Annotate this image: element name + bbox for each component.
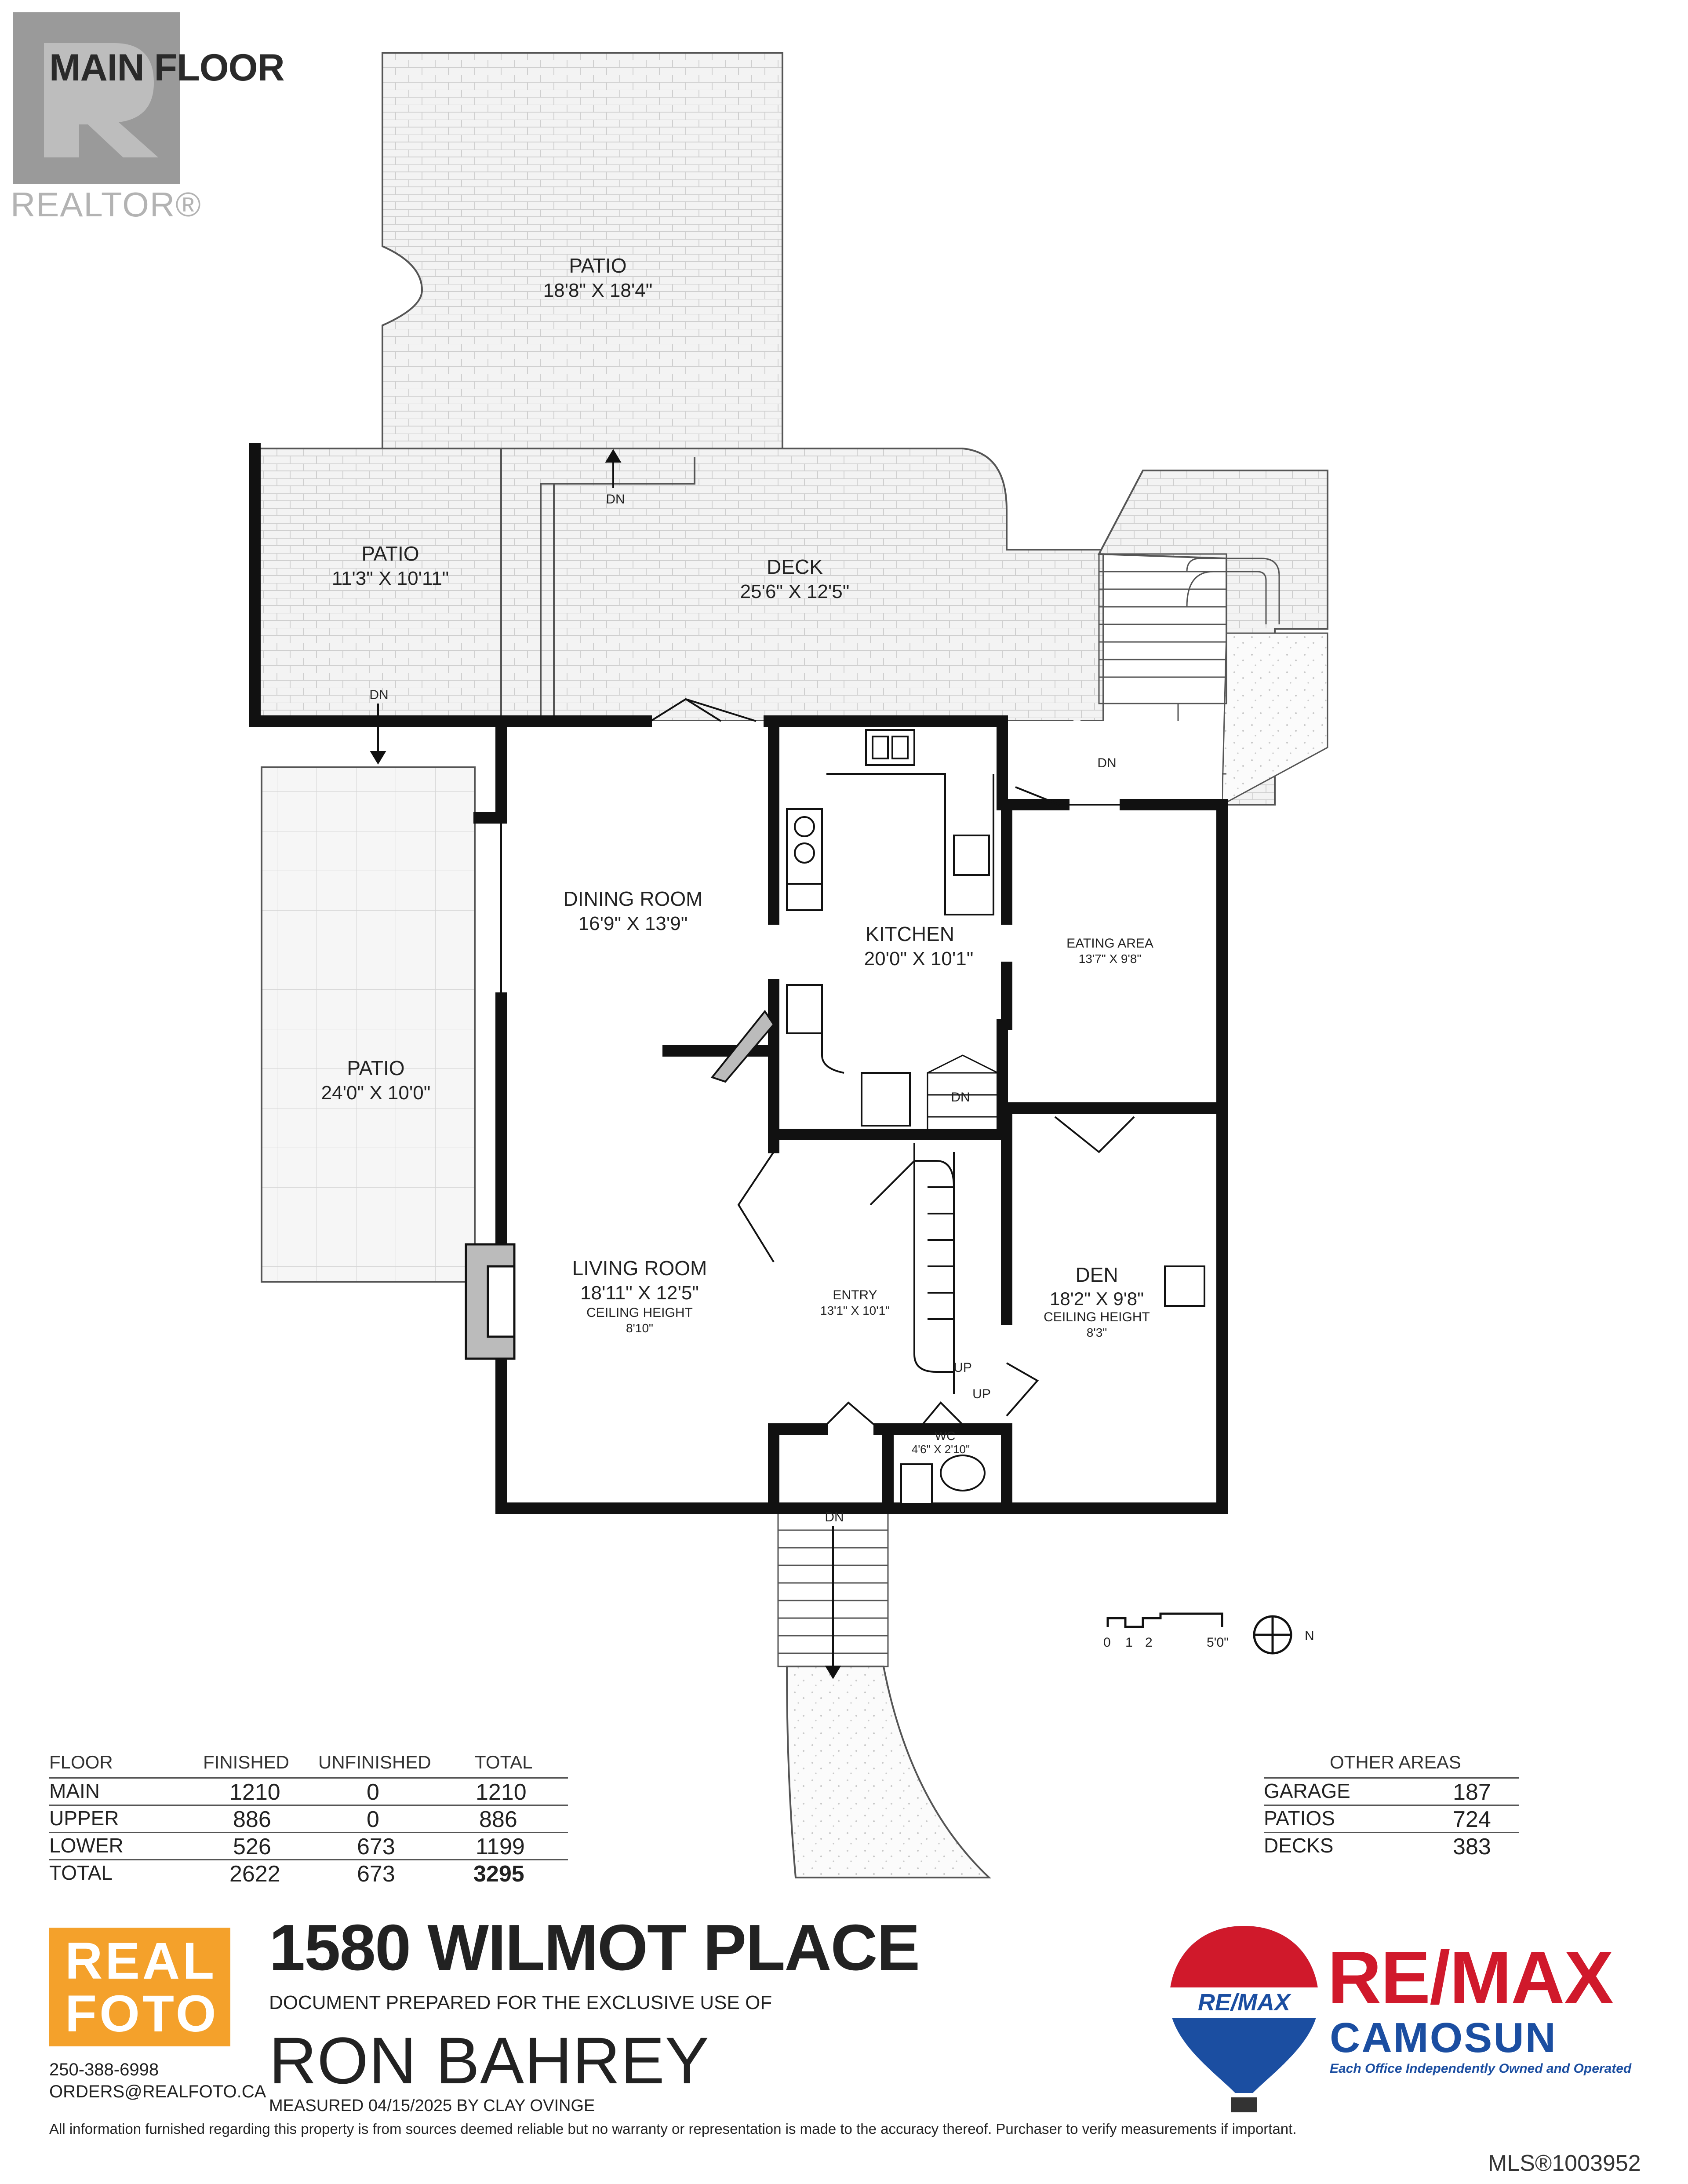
side-yard-area: [1221, 632, 1328, 806]
dn-label-patio: DN: [369, 688, 388, 702]
label-patio-left-name: PATIO: [361, 542, 419, 565]
measured-line: MEASURED 04/15/2025 BY CLAY OVINGE: [269, 2096, 595, 2115]
label-den-ceiling-label: CEILING HEIGHT: [1044, 1310, 1150, 1324]
label-patio-side-name: PATIO: [347, 1057, 404, 1079]
header-finished: FINISHED: [203, 1752, 290, 1772]
walls: [249, 443, 1228, 1514]
den-fixture: [1164, 1265, 1205, 1307]
client-name: RON BAHREY: [269, 2024, 709, 2097]
wc-fixtures: [900, 1455, 986, 1505]
label-patio-left-size: 11'3" X 10'11": [332, 568, 449, 589]
side-staircase: [1098, 553, 1280, 775]
up-label-main: UP: [953, 1360, 972, 1375]
up-label-side: UP: [972, 1387, 991, 1401]
pantry-shelf: [710, 1010, 775, 1083]
label-wc-name: WC: [935, 1429, 956, 1443]
north-arrow-icon: [1253, 1615, 1292, 1655]
property-address: 1580 WILMOT PLACE: [269, 1911, 920, 1984]
label-deck-size: 25'6" X 12'5": [740, 581, 850, 602]
label-deck-name: DECK: [767, 555, 823, 578]
table-row: LOWER 526 673 1199: [49, 1832, 568, 1860]
label-eating-size: 13'7" X 9'8": [1079, 952, 1142, 966]
scale-bar: [1106, 1612, 1223, 1628]
doors: [650, 698, 1135, 1430]
realfoto-phone: 250-388-6998: [49, 2060, 159, 2079]
label-living-ceiling: 8'10": [626, 1321, 653, 1335]
other-areas-table: OTHER AREAS GARAGE 187 PATIOS 724 DECKS …: [1264, 1750, 1519, 1869]
scale-tick-0: 0: [1103, 1635, 1111, 1650]
label-den-size: 18'2" X 9'8": [1050, 1288, 1144, 1309]
basement-stairs: [927, 1054, 999, 1135]
table-row: DECKS 383: [1264, 1834, 1491, 1859]
header-unfinished: UNFINISHED: [318, 1752, 431, 1772]
dn-label-basement: DN: [951, 1090, 970, 1105]
label-living-name: LIVING ROOM: [572, 1257, 707, 1280]
label-patio-top-size: 18'8" X 18'4": [543, 280, 653, 301]
label-den-ceiling: 8'3": [1087, 1326, 1107, 1339]
label-wc-size: 4'6" X 2'10": [912, 1443, 970, 1456]
areas-table: FLOOR FINISHED UNFINISHED TOTAL MAIN 121…: [49, 1750, 568, 1895]
realfoto-logo: REAL FOTO: [49, 1928, 230, 2046]
table-row: UPPER 886 0 886: [49, 1805, 568, 1833]
mls-number: MLS®1003952: [1488, 2151, 1641, 2176]
remax-tagline: Each Office Independently Owned and Oper…: [1330, 2061, 1632, 2076]
scale-ticks: 0 1 2 5'0": [1103, 1635, 1229, 1650]
prepared-for-label: DOCUMENT PREPARED FOR THE EXCLUSIVE USE …: [269, 1992, 772, 2013]
table-row: GARAGE 187: [1264, 1777, 1519, 1806]
areas-table-header: FLOOR FINISHED UNFINISHED TOTAL: [49, 1750, 568, 1779]
scale-tick-2: 2: [1145, 1635, 1153, 1650]
patio-top-area: [382, 52, 783, 721]
patio-side-area: [261, 766, 476, 1283]
scale-tick-1: 1: [1125, 1635, 1133, 1650]
realfoto-logo-line2: FOTO: [65, 1985, 219, 2043]
label-dining-name: DINING ROOM: [564, 887, 703, 910]
label-patio-side-size: 24'0" X 10'0": [321, 1082, 431, 1104]
label-kitchen-size: 20'0" X 10'1": [864, 948, 974, 970]
disclaimer: All information furnished regarding this…: [49, 2121, 1297, 2137]
realtor-logo: [13, 12, 180, 184]
remax-balloon-logo: RE/MAX: [1169, 1926, 1319, 2112]
label-entry-size: 13'1" X 10'1": [820, 1304, 890, 1317]
label-entry-name: ENTRY: [833, 1288, 877, 1302]
other-areas-header: OTHER AREAS: [1264, 1750, 1519, 1779]
dn-label-front: DN: [825, 1510, 844, 1524]
remax-wordmark: RE/MAX: [1328, 1936, 1614, 2020]
table-row: MAIN 1210 0 1210: [49, 1777, 568, 1806]
stair-labels: DN DN DN DN UP UP DN: [369, 492, 1116, 1524]
front-walkway: [786, 1666, 992, 1878]
fireplace: [465, 1243, 516, 1360]
dn-label-side: DN: [1097, 756, 1116, 770]
kitchen-fixtures: [786, 729, 994, 1127]
realfoto-logo-line1: REAL: [65, 1932, 217, 1990]
label-den-name: DEN: [1075, 1263, 1118, 1286]
north-label: N: [1305, 1629, 1314, 1643]
table-row: PATIOS 724: [1264, 1805, 1519, 1833]
table-row: TOTAL 2622 673 3295: [49, 1861, 524, 1887]
label-living-ceiling-label: CEILING HEIGHT: [586, 1305, 693, 1320]
realtor-wordmark: REALTOR®: [11, 185, 202, 224]
dn-label-deck: DN: [606, 492, 625, 507]
header-floor: FLOOR: [49, 1752, 113, 1772]
label-dining-size: 16'9" X 13'9": [578, 913, 688, 934]
realfoto-email: ORDERS@REALFOTO.CA: [49, 2082, 266, 2101]
label-living-size: 18'11" X 12'5": [580, 1282, 699, 1304]
page-title: MAIN FLOOR: [49, 47, 285, 89]
header-total: TOTAL: [475, 1752, 533, 1772]
main-staircase: [869, 1143, 955, 1394]
scale-tick-3: 5'0": [1207, 1635, 1229, 1650]
label-patio-top-name: PATIO: [569, 254, 626, 277]
label-kitchen-name: KITCHEN: [866, 922, 954, 945]
remax-balloon-text: RE/MAX: [1198, 1989, 1291, 2016]
patio-left-area: [254, 448, 502, 722]
room-labels: PATIO 18'8" X 18'4" PATIO 11'3" X 10'11"…: [321, 254, 1153, 1456]
remax-office-name: CAMOSUN: [1330, 2014, 1557, 2061]
label-eating-name: EATING AREA: [1066, 936, 1153, 951]
floor-plan-drawing: PATIO 18'8" X 18'4" PATIO 11'3" X 10'11"…: [249, 52, 1328, 1878]
